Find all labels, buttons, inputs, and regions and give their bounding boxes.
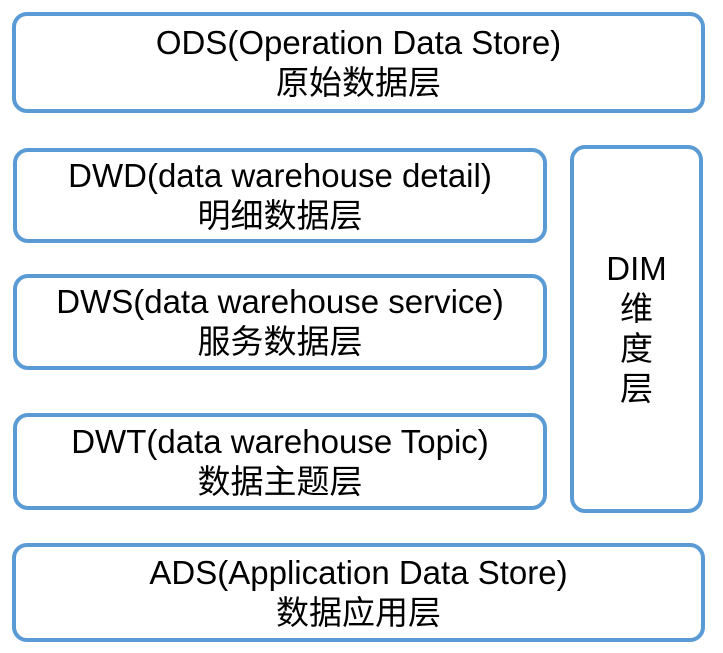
layer-dim-title-en: DIM [606, 250, 667, 288]
layer-box-ads: ADS(Application Data Store) 数据应用层 [12, 543, 705, 642]
layer-dwd-title-en: DWD(data warehouse detail) [68, 156, 492, 194]
layer-dim-zh-char-2: 度 [620, 330, 653, 367]
layer-box-ods: ODS(Operation Data Store) 原始数据层 [12, 12, 705, 113]
layer-dwd-title-zh: 明细数据层 [197, 196, 363, 234]
layer-box-dwt: DWT(data warehouse Topic) 数据主题层 [13, 413, 547, 510]
layer-dws-title-en: DWS(data warehouse service) [56, 283, 504, 321]
layer-dim-zh-char-1: 维 [620, 290, 653, 328]
layer-ods-title-en: ODS(Operation Data Store) [155, 23, 562, 61]
layer-box-dim: DIM 维 度 层 [570, 145, 703, 513]
layer-ads-title-zh: 数据应用层 [276, 593, 441, 631]
layer-dwt-title-zh: 数据主题层 [197, 462, 363, 500]
layer-box-dws: DWS(data warehouse service) 服务数据层 [13, 274, 547, 370]
layer-box-dwd: DWD(data warehouse detail) 明细数据层 [13, 148, 547, 243]
layer-dws-title-zh: 服务数据层 [197, 323, 363, 360]
layer-ods-title-zh: 原始数据层 [276, 63, 441, 101]
layer-dim-zh-char-3: 层 [620, 369, 653, 407]
layer-dwt-title-en: DWT(data warehouse Topic) [71, 422, 489, 460]
layer-ads-title-en: ADS(Application Data Store) [149, 553, 568, 591]
